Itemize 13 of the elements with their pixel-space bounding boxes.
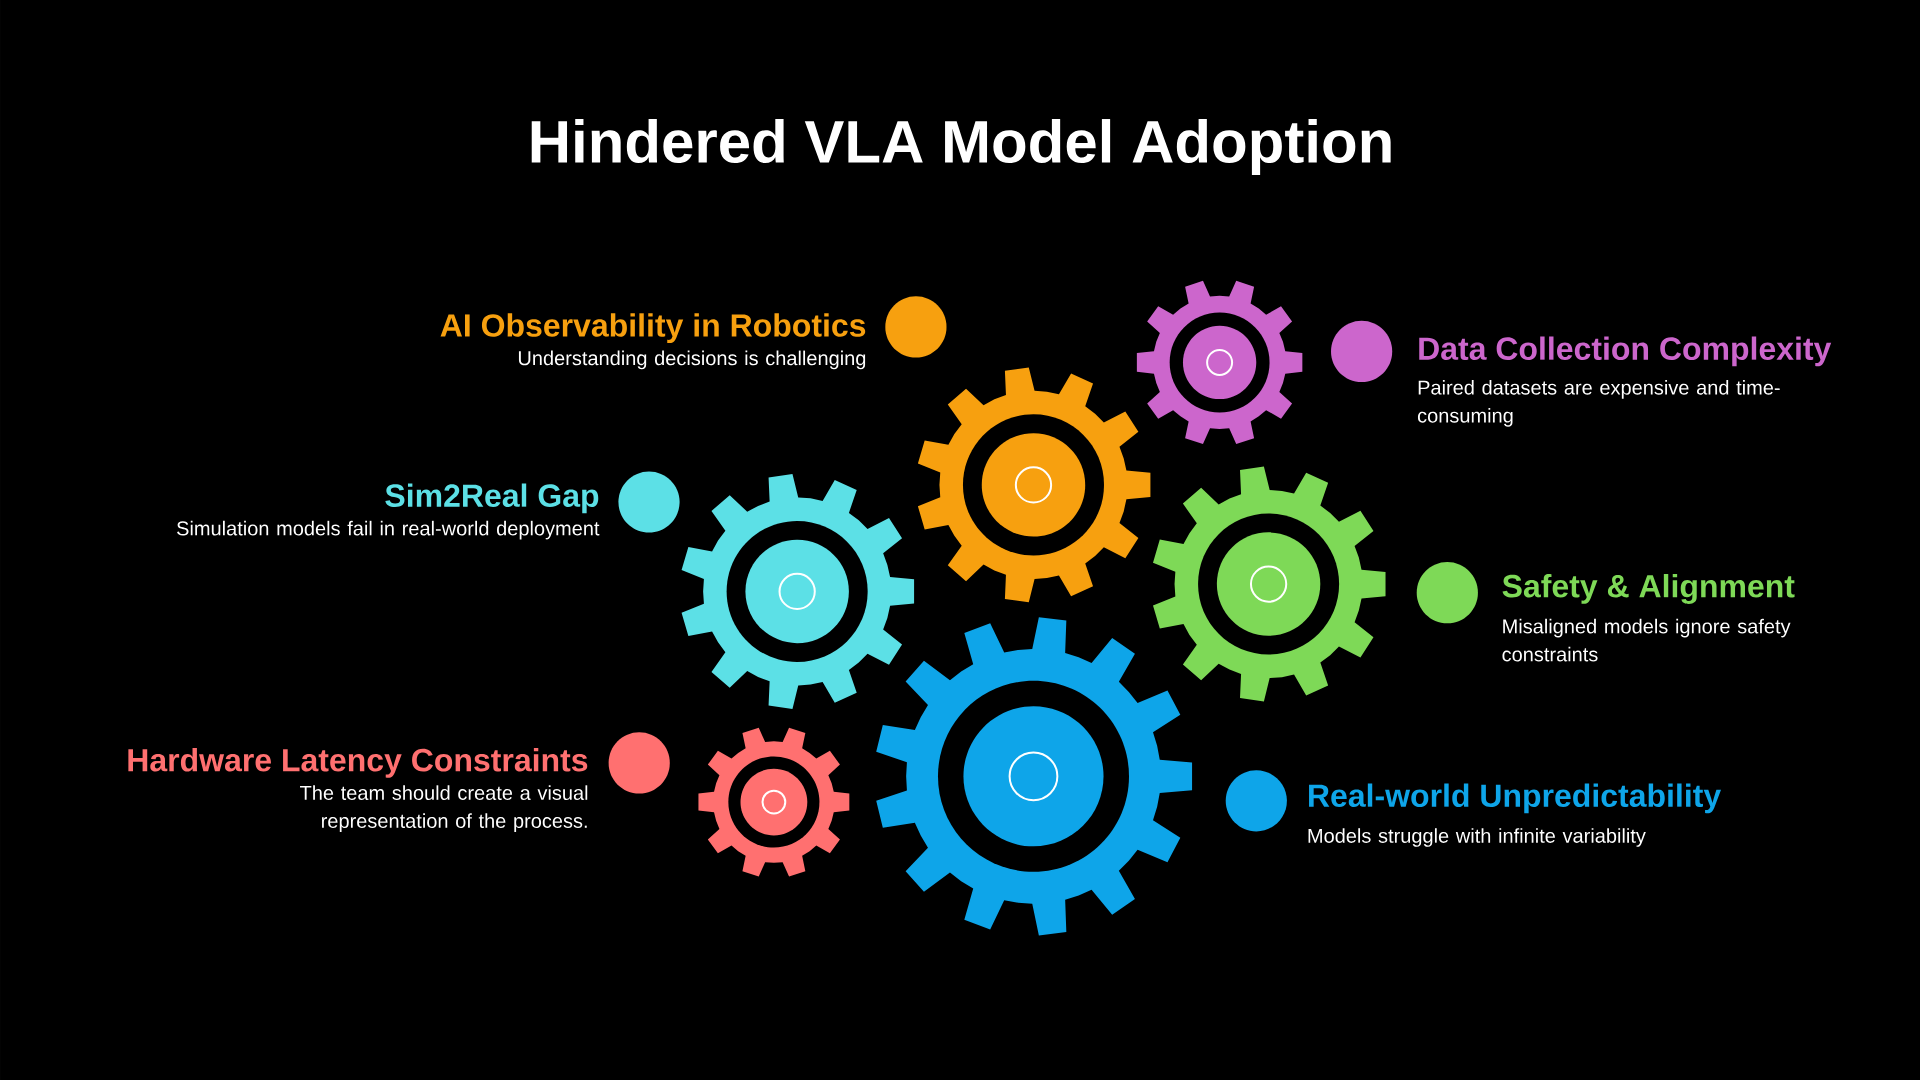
item-heading: Real-world Unpredictability [1309,783,1721,814]
item-description: Paired datasets are expensive and time-consuming [1417,380,1780,427]
item-description: Understanding decisions is challenging [518,350,866,370]
item-description: The team should create a visual representation of the process. [300,785,588,832]
item-heading: Safety & Alignment [1502,574,1795,604]
item-description: Simulation models fail in real-world deployment [177,520,600,540]
item-heading: Hardware Latency Constraints [128,748,588,778]
title: Hindered VLA Model Adoption [531,119,1391,175]
item-description: Models struggle with infinite variability [1308,828,1646,847]
item-description: Misaligned models ignore safety constraints [1502,618,1791,662]
item-heading: Data Collection Complexity [1419,336,1832,367]
item-heading: AI Observability in Robotics [440,313,866,344]
item-heading: Sim2Real Gap [385,483,599,514]
